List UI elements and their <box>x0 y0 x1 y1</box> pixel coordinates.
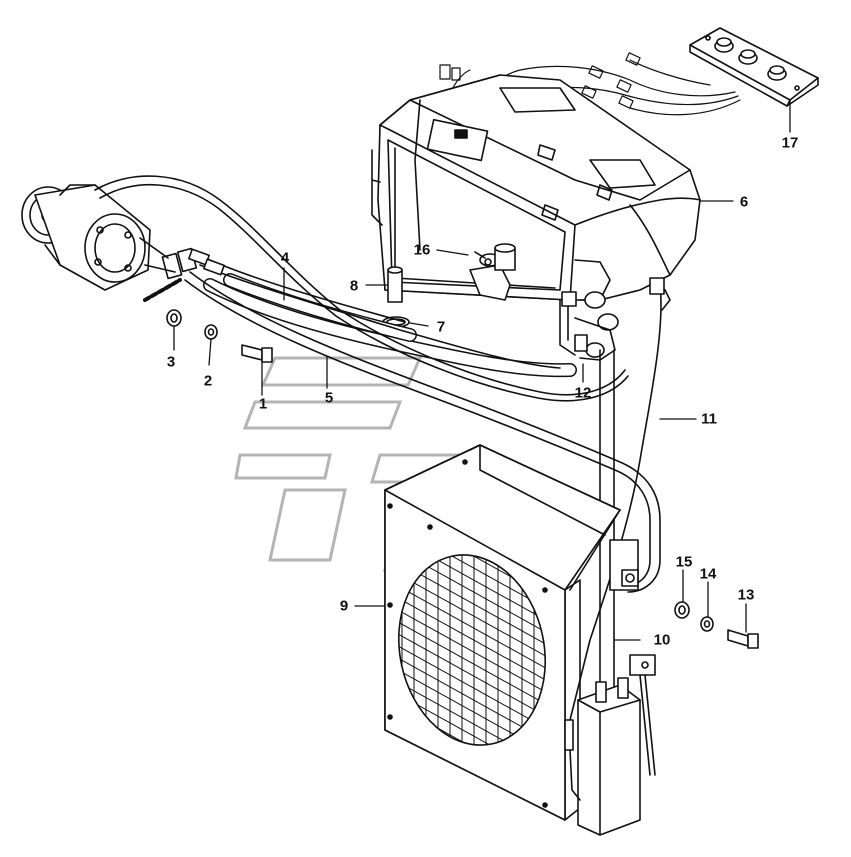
callout-6: 6 <box>739 193 749 211</box>
callout-15: 15 <box>675 553 693 571</box>
callout-2: 2 <box>203 372 213 390</box>
callout-14: 14 <box>699 565 717 583</box>
callout-17: 17 <box>781 134 799 152</box>
callout-16: 16 <box>413 241 431 259</box>
callout-1: 1 <box>258 395 268 413</box>
evaporator-heater-unit-icon <box>371 74 701 361</box>
callout-5: 5 <box>324 389 334 407</box>
condenser-icon <box>384 444 656 821</box>
bolt-icon <box>727 629 759 649</box>
callout-3: 3 <box>166 353 176 371</box>
callout-8: 8 <box>349 277 359 295</box>
drain-fitting-icon <box>387 266 403 303</box>
washer-icon <box>204 324 218 340</box>
callout-11: 11 <box>701 410 717 428</box>
compressor-icon <box>21 184 198 291</box>
expansion-valve-icon <box>469 243 516 301</box>
receiver-drier-icon <box>564 677 641 836</box>
washer-icon <box>700 616 714 632</box>
leader-lines <box>173 99 791 641</box>
callout-10: 10 <box>653 631 671 649</box>
washer-icon <box>166 309 182 327</box>
bolt-icon <box>241 344 273 363</box>
hose-assembly-icon <box>94 175 661 593</box>
callout-12: 12 <box>574 384 592 402</box>
washer-icon <box>674 601 690 619</box>
callout-4: 4 <box>280 249 290 267</box>
callout-7: 7 <box>436 318 446 336</box>
callout-13: 13 <box>737 586 755 604</box>
pointer-arrow-icon <box>143 278 182 302</box>
callout-9: 9 <box>339 597 349 615</box>
control-panel-icon <box>689 27 819 107</box>
